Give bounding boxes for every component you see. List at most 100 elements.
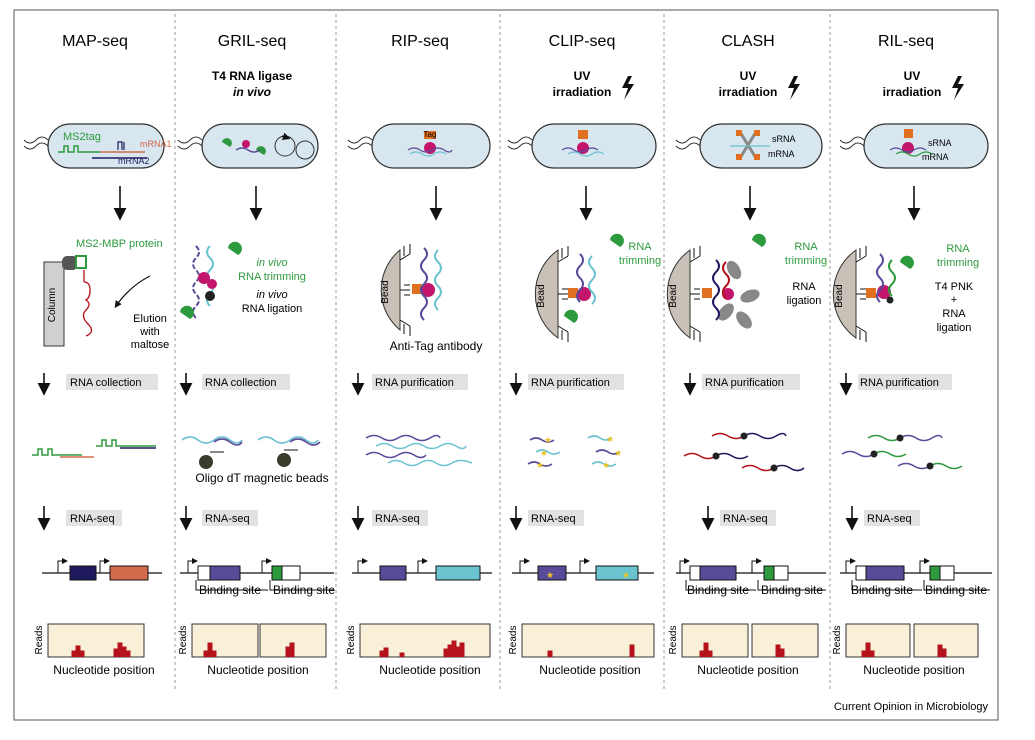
ms2tag-label: MS2tag (63, 131, 101, 143)
header-line-1: T4 RNA ligase (212, 69, 293, 83)
figure-frame (13, 9, 999, 721)
svg-text:★: ★ (546, 570, 554, 580)
column-clip-seq: CLIP-seq UV irradiation Bead RNA tr (507, 33, 661, 677)
purified-rnas (365, 434, 473, 467)
bacterial-cell: sRNA mRNA (839, 123, 989, 169)
step-rna-collection: RNA collection (70, 377, 142, 389)
bacterial-cell: Tag (347, 123, 491, 169)
header-line-2: irradiation (553, 85, 612, 99)
rna-trimming-label: RNA trimming (238, 271, 306, 283)
column-dividers (174, 14, 831, 690)
journal-credit: Current Opinion in Microbiology (834, 701, 989, 713)
column-title: MAP-seq (62, 33, 128, 50)
trimming-label: trimming (619, 255, 661, 267)
x-axis-label: Nucleotide position (697, 663, 798, 677)
column-title: RIP-seq (391, 33, 449, 50)
column-clash: CLASH UV irradiation sRNA mRNA Bead (666, 33, 827, 677)
reads-plot: Reads Nucleotide position (178, 623, 327, 677)
header-line-2: in vivo (233, 85, 271, 99)
bacterial-cell (177, 123, 319, 169)
crosslinked-fragments: ★ ★ ★ ★ ★ ★ (527, 434, 622, 470)
rna-ligation-label: RNA ligation (242, 303, 303, 315)
rna-label: RNA (792, 281, 816, 293)
reads-axis-label: Reads (508, 626, 519, 655)
header-line-2: irradiation (719, 85, 778, 99)
binding-site-label: Binding site (687, 583, 749, 597)
binding-site-label: Binding site (761, 583, 823, 597)
step-rna-seq: RNA-seq (723, 513, 768, 525)
step-rna-purification: RNA purification (531, 377, 610, 389)
rna-label: RNA (628, 241, 652, 253)
gene-map: Binding site Binding site (180, 558, 335, 597)
x-axis-label: Nucleotide position (53, 663, 154, 677)
reads-plot: Reads Nucleotide position (346, 623, 491, 677)
oligo-dt-beads: Oligo dT magnetic beads (181, 436, 329, 485)
binding-site-label: Binding site (851, 583, 913, 597)
column-gril-seq: GRIL-seq T4 RNA ligase in vivo in vivo R… (177, 33, 335, 677)
binding-site-label: Binding site (273, 583, 335, 597)
ms2-mbp-label: MS2-MBP protein (76, 238, 163, 250)
elution-label: Elution (133, 313, 167, 325)
mrna-label: mRNA (768, 149, 795, 159)
trimming-label: trimming (937, 257, 979, 269)
bead-label: Bead (380, 280, 391, 303)
reads-plot: Reads Nucleotide position (668, 623, 819, 677)
ligation-label: ligation (787, 295, 822, 307)
chimeric-rnas (841, 434, 963, 470)
rna-label: RNA (942, 308, 966, 320)
column-title: CLASH (721, 33, 774, 50)
x-axis-label: Nucleotide position (379, 663, 480, 677)
collected-rnas (32, 439, 156, 458)
oligo-dt-label: Oligo dT magnetic beads (195, 471, 328, 485)
affinity-column: Column MS2-MBP protein Elution with malt… (43, 238, 170, 351)
x-axis-label: Nucleotide position (863, 663, 964, 677)
svg-text:★: ★ (544, 435, 552, 445)
reads-plot: Reads Nucleotide position (34, 623, 155, 677)
svg-text:★: ★ (602, 460, 610, 470)
trimming-ligation: in vivo RNA trimming in vivo RNA ligatio… (180, 241, 306, 319)
bacterial-cell: sRNA mRNA (675, 123, 823, 169)
binding-site-label: Binding site (199, 583, 261, 597)
ligation-label: ligation (937, 322, 972, 334)
reads-axis-label: Reads (832, 626, 843, 655)
uv-lightning-icon (622, 76, 634, 100)
bead-label: Bead (668, 284, 679, 307)
column-ril-seq: RIL-seq UV irradiation sRNA mRNA Bead (832, 33, 992, 677)
step-rna-seq: RNA-seq (867, 513, 912, 525)
chimeric-rnas (683, 432, 805, 472)
gene-map: Binding site Binding site (840, 558, 992, 597)
gene-map: Binding site Binding site (676, 558, 826, 597)
srna-label: sRNA (772, 134, 796, 144)
maltose-label: maltose (131, 339, 170, 351)
step-rna-purification: RNA purification (375, 377, 454, 389)
step-rna-purification: RNA purification (860, 377, 939, 389)
svg-text:★: ★ (536, 460, 544, 470)
step-rna-seq: RNA-seq (375, 513, 420, 525)
header-line-1: UV (904, 69, 921, 83)
bead-clash: Bead RNA trimming RNA ligation (666, 233, 827, 342)
uv-lightning-icon (952, 76, 964, 100)
bead-crosslink: Bead RNA trimming (534, 233, 661, 342)
bead-ril: Bead RNA trimming T4 PNK + RNA ligation (832, 243, 979, 342)
header-line-2: irradiation (883, 85, 942, 99)
x-axis-label: Nucleotide position (207, 663, 308, 677)
bead-label: Bead (834, 284, 845, 307)
header-line-1: UV (740, 69, 757, 83)
header-line-1: UV (574, 69, 591, 83)
step-rna-seq: RNA-seq (205, 513, 250, 525)
reads-axis-label: Reads (34, 626, 45, 655)
reads-axis-label: Reads (668, 626, 679, 655)
reads-plot: Reads Nucleotide position (508, 623, 655, 677)
reads-plot: Reads Nucleotide position (832, 623, 979, 677)
trimming-label: trimming (785, 255, 827, 267)
column-rip-seq: RIP-seq Tag Bead Anti-Tag antibody RNA p… (346, 33, 492, 677)
anti-tag-label: Anti-Tag antibody (390, 339, 483, 353)
svg-text:★: ★ (540, 448, 548, 458)
column-title: GRIL-seq (218, 33, 286, 50)
in-vivo-label: in vivo (256, 257, 287, 269)
step-rna-seq: RNA-seq (531, 513, 576, 525)
binding-site-label: Binding site (925, 583, 987, 597)
mrna1-label: mRNA1 (140, 139, 172, 149)
